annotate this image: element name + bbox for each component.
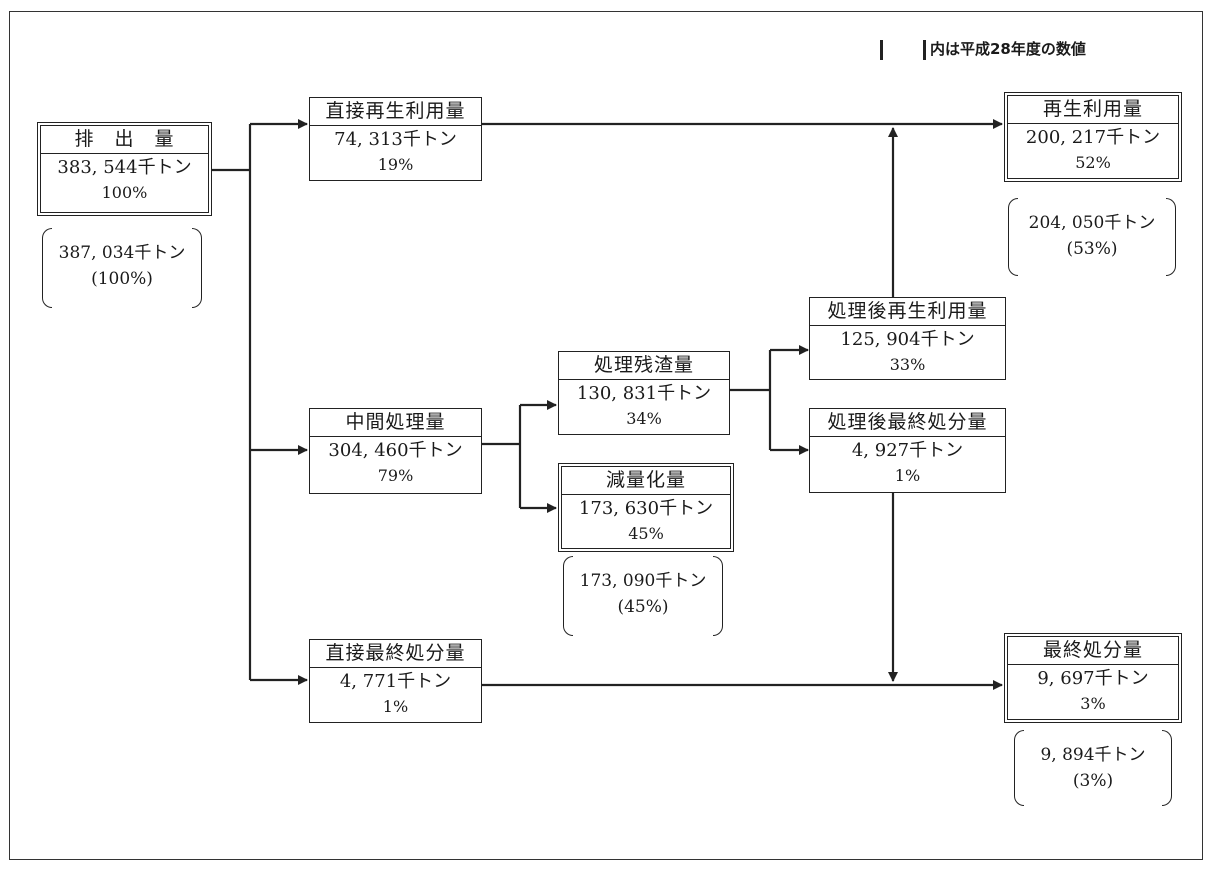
node-percent: 33% (889, 355, 926, 374)
node-chokusetsu-saishu: 直接最終処分量 4, 771千トン 1% (309, 639, 482, 723)
node-title: 直接再生利用量 (310, 98, 481, 126)
diagram-frame (9, 11, 1203, 860)
node-percent: 45% (628, 524, 664, 543)
node-value: 125, 904千トン (840, 329, 975, 350)
node-title: 中間処理量 (310, 409, 481, 437)
node-value: 74, 313千トン (334, 129, 457, 150)
node-saishu: 最終処分量 9, 697千トン 3% (1004, 633, 1182, 723)
bracket-symbol (880, 39, 926, 60)
node-value: 200, 217千トン (1025, 127, 1161, 148)
node-percent: 1% (894, 466, 921, 485)
node-shorigo-saishu: 処理後最終処分量 4, 927千トン 1% (809, 408, 1006, 493)
prev-percent: (3%) (1072, 771, 1114, 791)
prev-percent: (100%) (91, 269, 153, 289)
node-title: 最終処分量 (1008, 637, 1178, 665)
legend-note: 内は平成28年度の数値 (880, 38, 1086, 60)
prev-saishu: 9, 894千トン (3%) (1014, 730, 1172, 806)
node-title: 処理残渣量 (559, 352, 729, 380)
prev-value: 387, 034千トン (58, 243, 186, 263)
node-value: 130, 831千トン (576, 383, 712, 404)
node-title: 再生利用量 (1008, 96, 1178, 124)
node-percent: 100% (101, 183, 148, 202)
node-chokusetsu-saisei: 直接再生利用量 74, 313千トン 19% (309, 97, 482, 181)
node-title: 排 出 量 (41, 126, 208, 154)
prev-percent: (53%) (1066, 239, 1118, 259)
prev-genryo: 173, 090千トン (45%) (563, 556, 723, 636)
prev-saisei: 204, 050千トン (53%) (1008, 198, 1176, 276)
node-chukan: 中間処理量 304, 460千トン 79% (309, 408, 482, 494)
prev-value: 204, 050千トン (1028, 213, 1156, 233)
node-value: 383, 544千トン (57, 157, 192, 178)
node-title: 直接最終処分量 (310, 640, 481, 668)
node-percent: 19% (377, 155, 414, 174)
node-title: 減量化量 (562, 467, 730, 495)
prev-haishutsu: 387, 034千トン (100%) (42, 228, 202, 308)
prev-value: 173, 090千トン (579, 571, 707, 591)
node-saisei: 再生利用量 200, 217千トン 52% (1004, 92, 1182, 182)
node-shorigo-saisei: 処理後再生利用量 125, 904千トン 33% (809, 297, 1006, 380)
node-percent: 1% (382, 697, 409, 716)
node-value: 4, 771千トン (339, 671, 452, 692)
node-value: 304, 460千トン (328, 440, 463, 461)
node-percent: 34% (626, 409, 662, 428)
node-percent: 52% (1075, 153, 1111, 172)
prev-percent: (45%) (617, 597, 669, 617)
node-value: 4, 927千トン (851, 440, 964, 461)
node-value: 173, 630千トン (578, 498, 714, 519)
node-title: 処理後最終処分量 (810, 409, 1005, 437)
node-genryo: 減量化量 173, 630千トン 45% (558, 463, 734, 552)
node-title: 処理後再生利用量 (810, 298, 1005, 326)
node-zansa: 処理残渣量 130, 831千トン 34% (558, 351, 730, 435)
node-haishutsu: 排 出 量 383, 544千トン 100% (37, 122, 212, 216)
node-percent: 3% (1080, 694, 1106, 713)
node-value: 9, 697千トン (1037, 668, 1149, 689)
prev-value: 9, 894千トン (1040, 745, 1146, 765)
node-percent: 79% (377, 466, 414, 485)
